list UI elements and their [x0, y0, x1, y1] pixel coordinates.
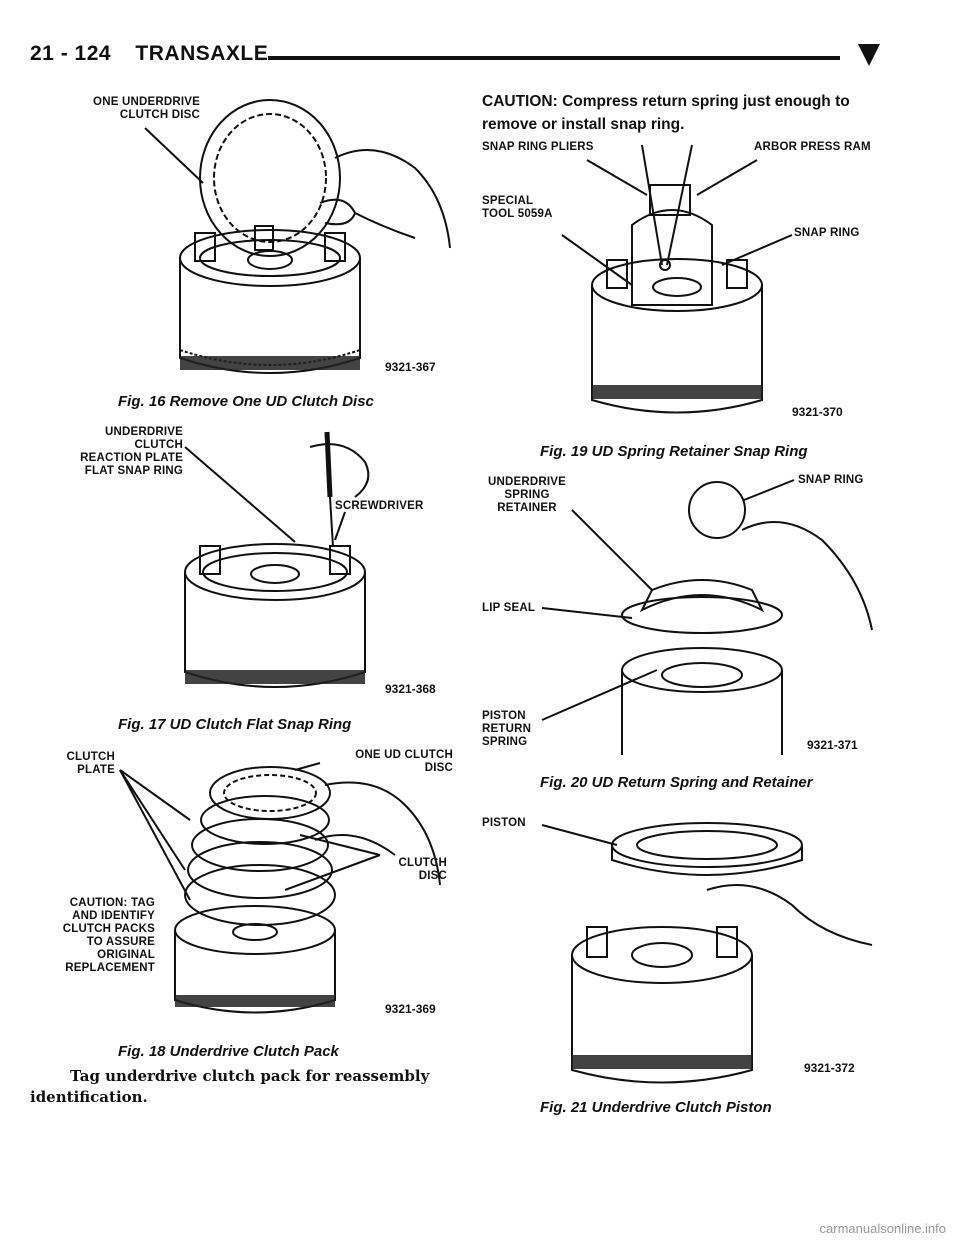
- fig18-illustration: [119, 762, 441, 1014]
- fig18-callout-caution: CAUTION: TAG AND IDENTIFY CLUTCH PACKS T…: [62, 897, 155, 974]
- fig20-callout-snap-ring: SNAP RING: [798, 474, 864, 486]
- figure-19: SNAP RING PLIERS ARBOR PRESS RAM SPECIAL…: [482, 135, 902, 430]
- fig18-code: 9321-369: [385, 1002, 436, 1016]
- watermark-footer: carmanualsonline.info: [819, 1221, 946, 1236]
- section-title: TRANSAXLE: [135, 42, 269, 65]
- fig16-callout-disc: ONE UNDERDRIVE CLUTCH DISC: [93, 96, 200, 121]
- header-rule: [268, 56, 840, 60]
- fig20-illustration: [541, 479, 873, 755]
- fig19-caption: Fig. 19 UD Spring Retainer Snap Ring: [540, 443, 808, 460]
- fig19-callout-ram: ARBOR PRESS RAM: [754, 141, 871, 153]
- fig19-code: 9321-370: [792, 405, 843, 419]
- figure-17: UNDERDRIVE CLUTCH REACTION PLATE FLAT SN…: [55, 422, 455, 712]
- fig21-illustration: [541, 822, 873, 1084]
- fig21-caption: Fig. 21 Underdrive Clutch Piston: [540, 1099, 772, 1116]
- fig19-callout-tool: SPECIAL TOOL 5059A: [482, 195, 553, 220]
- fig18-caption: Fig. 18 Underdrive Clutch Pack: [118, 1043, 339, 1060]
- fig19-illustration: [561, 144, 793, 414]
- fig16-code: 9321-367: [385, 360, 436, 374]
- fig18-callout-plate: CLUTCH PLATE: [66, 751, 115, 776]
- caution-note: CAUTION: Compress return spring just eno…: [482, 93, 850, 133]
- fig20-callout-retainer: UNDERDRIVE SPRING RETAINER: [487, 476, 567, 514]
- fig19-callout-snap-ring: SNAP RING: [794, 227, 860, 239]
- fig18-callout-disc: CLUTCH DISC: [398, 857, 447, 882]
- page-number: 21 - 124: [30, 42, 112, 65]
- figure-16: ONE UNDERDRIVE CLUTCH DISC 9321-367: [55, 88, 455, 388]
- fig17-caption: Fig. 17 UD Clutch Flat Snap Ring: [118, 716, 352, 733]
- figure-21: PISTON 9321-372: [482, 805, 902, 1085]
- fig21-code: 9321-372: [804, 1061, 855, 1075]
- fig17-callout-snap-ring: UNDERDRIVE CLUTCH REACTION PLATE FLAT SN…: [80, 426, 183, 477]
- page-header: 21 - 124 TRANSAXLE: [30, 42, 268, 66]
- fig20-caption: Fig. 20 UD Return Spring and Retainer: [540, 774, 813, 791]
- fig16-illustration: [144, 99, 451, 374]
- fig19-callout-pliers: SNAP RING PLIERS: [482, 141, 594, 153]
- fig17-code: 9321-368: [385, 682, 436, 696]
- figure-20: UNDERDRIVE SPRING RETAINER SNAP RING LIP…: [482, 470, 902, 760]
- fig17-illustration: [184, 431, 370, 688]
- fig20-callout-return-spring: PISTON RETURN SPRING: [482, 710, 532, 748]
- fig20-callout-lip-seal: LIP SEAL: [482, 602, 536, 614]
- fig17-callout-screwdriver: SCREWDRIVER: [335, 500, 424, 512]
- section-marker-icon: [858, 44, 880, 66]
- fig16-caption: Fig. 16 Remove One UD Clutch Disc: [118, 393, 374, 410]
- figure-18: CLUTCH PLATE ONE UD CLUTCH DISC CLUTCH D…: [55, 745, 455, 1030]
- body-paragraph: Tag underdrive clutch pack for reassembl…: [30, 1067, 430, 1106]
- fig18-callout-one-disc: ONE UD CLUTCH DISC: [355, 749, 453, 774]
- fig21-callout-piston: PISTON: [482, 817, 526, 829]
- fig20-code: 9321-371: [807, 738, 858, 752]
